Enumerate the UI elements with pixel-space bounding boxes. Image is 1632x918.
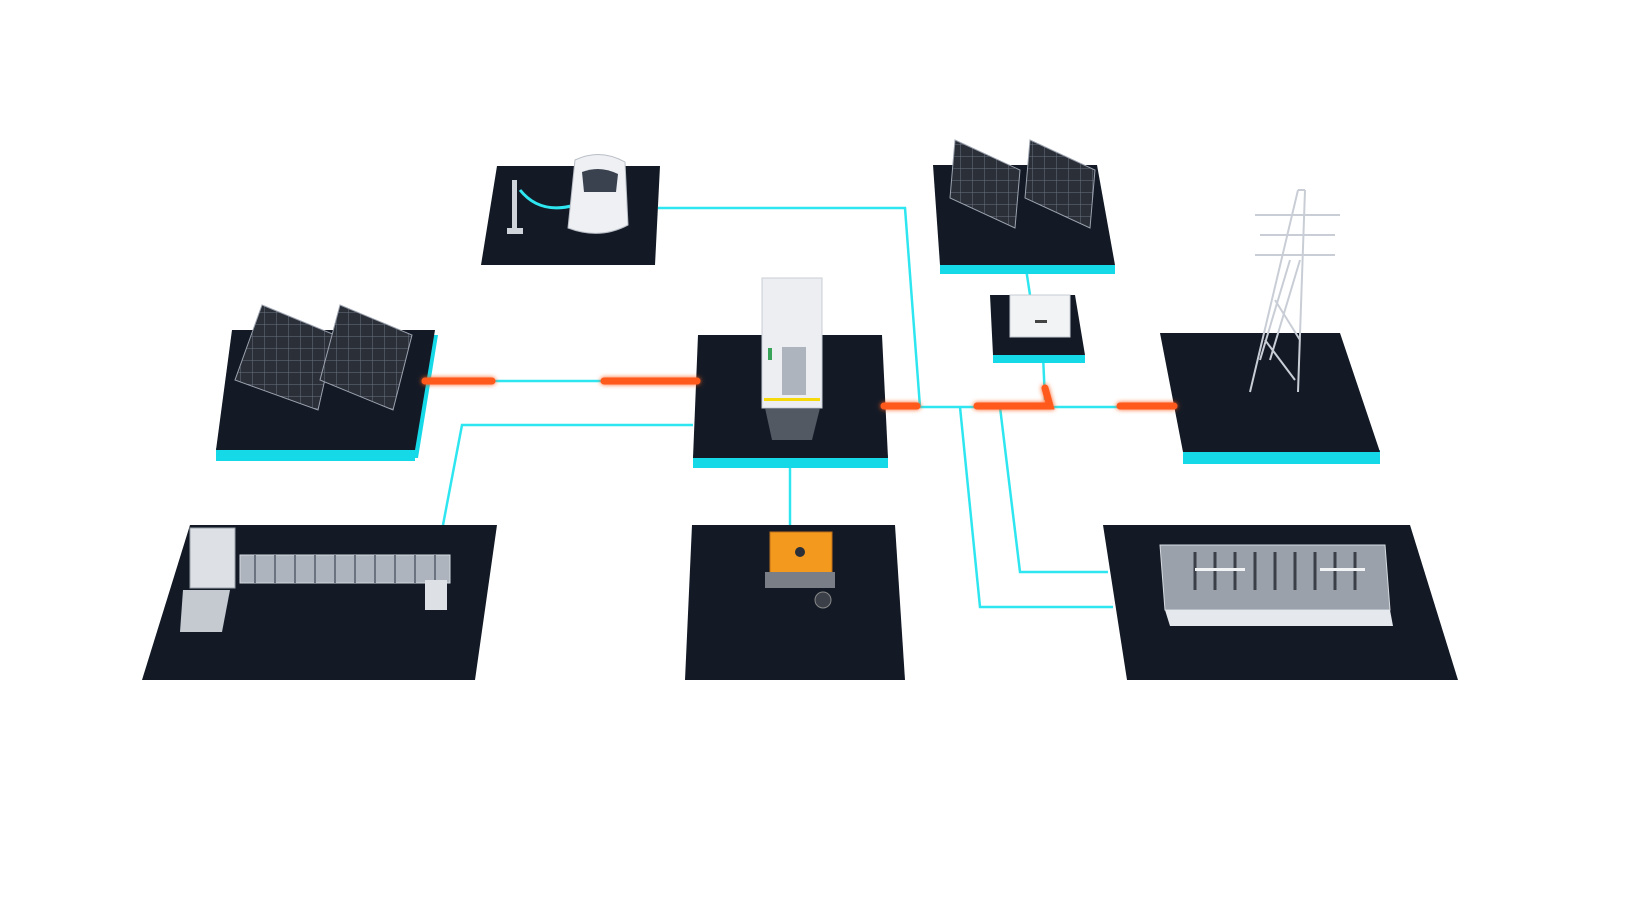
electric-car-charger-icon (507, 154, 629, 234)
battery-cabinet-icon (761, 277, 823, 440)
link-ev-to-bus (658, 206, 922, 408)
solar-panel-icon (949, 139, 1096, 229)
solar-panel-icon (234, 304, 413, 411)
transmission-tower-icon (1249, 189, 1340, 393)
platform-generator[interactable] (685, 525, 905, 680)
platform-grid[interactable] (1160, 333, 1380, 464)
link-bus-to-factory-a (958, 406, 1113, 609)
link-bus-to-factory-b (998, 406, 1108, 574)
generator-icon (765, 531, 835, 609)
link-conveyor-to-cabinet (441, 423, 693, 526)
power-flow-segments (421, 377, 1178, 410)
inverter-icon (1009, 294, 1071, 338)
conveyor-icon (180, 527, 451, 632)
factory-building-icon (1159, 544, 1393, 626)
